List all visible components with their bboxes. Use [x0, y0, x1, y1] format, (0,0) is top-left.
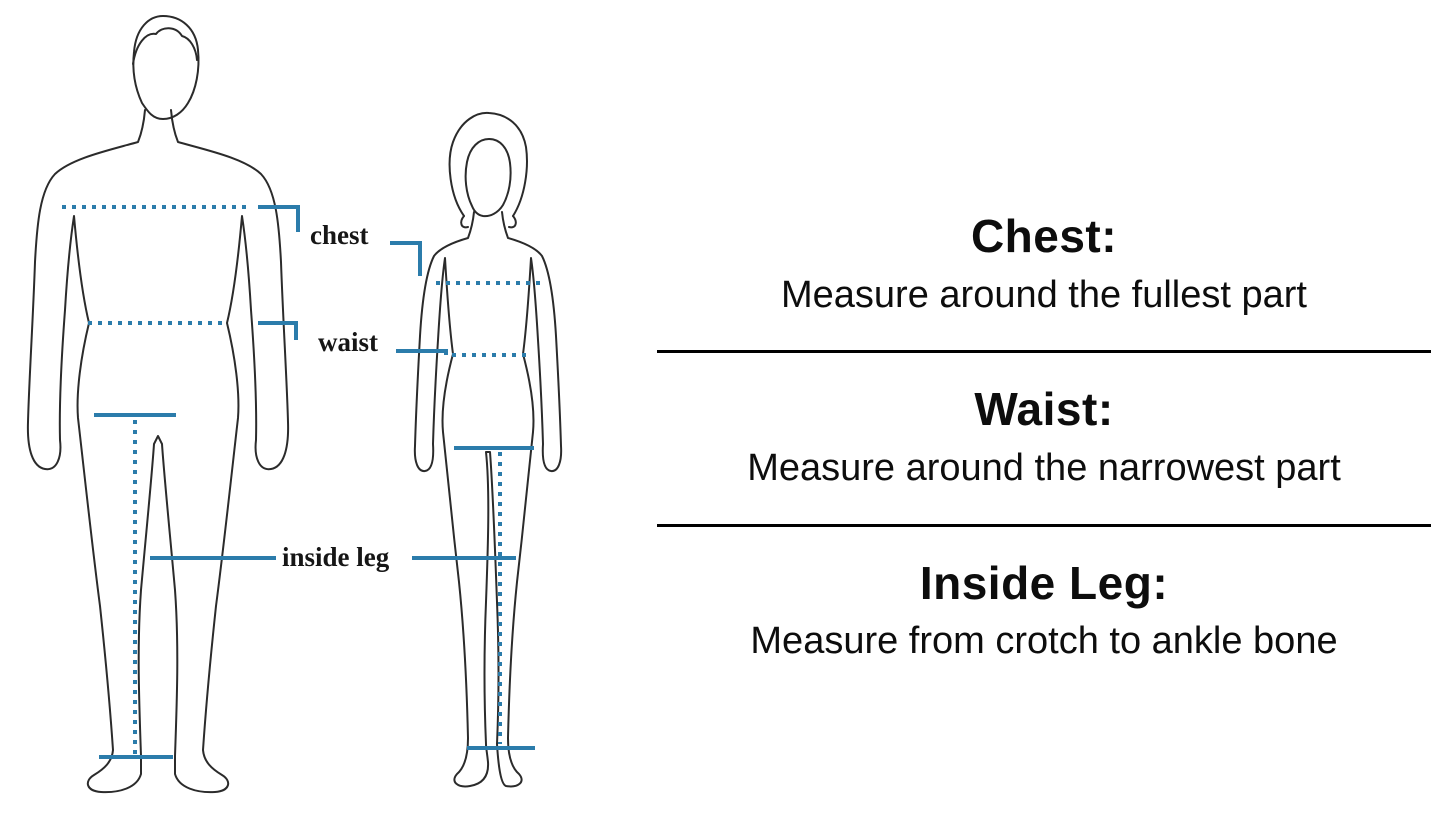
instruction-chest-description: Measure around the fullest part	[781, 273, 1307, 316]
female-hair-curl-right	[508, 215, 517, 229]
instruction-chest-title: Chest:	[970, 210, 1118, 262]
waist-label: waist	[318, 327, 378, 357]
instruction-waist-description: Measure around the narrowest part	[747, 447, 1341, 490]
chest-measurement	[62, 205, 540, 285]
male-body	[26, 109, 290, 794]
instruction-waist-title: Waist:	[974, 383, 1114, 436]
instruction-inside-leg-title: Inside Leg:	[919, 556, 1169, 609]
male-head	[132, 15, 200, 120]
female-figure	[413, 111, 563, 788]
chest-bracket-left	[258, 205, 300, 232]
male-figure	[26, 15, 290, 794]
waist-bracket-right	[396, 349, 448, 355]
female-body	[413, 211, 563, 788]
instruction-inside-leg: Inside Leg: Measure from crotch to ankle…	[655, 557, 1433, 667]
waist-measurement	[88, 321, 526, 357]
inside-leg-label: inside leg	[282, 542, 390, 572]
female-head	[464, 138, 512, 218]
instruction-waist: Waist: Measure around the narrowest part	[655, 383, 1433, 493]
measurement-diagram: chest waist inside leg	[0, 0, 655, 826]
chest-bracket-right	[390, 241, 422, 276]
waist-bracket-left	[258, 321, 298, 340]
female-hair	[448, 111, 528, 217]
instruction-chest: Chest: Measure around the fullest part	[655, 210, 1433, 320]
body-figures-illustration	[26, 15, 563, 794]
male-hair	[132, 27, 198, 65]
divider	[657, 350, 1431, 354]
instructions-panel: Chest: Measure around the fullest part W…	[655, 0, 1433, 826]
instruction-inside-leg-description: Measure from crotch to ankle bone	[750, 620, 1338, 663]
divider	[657, 523, 1431, 527]
female-hair-curl-left	[460, 215, 469, 229]
chest-label: chest	[310, 220, 369, 250]
inside-leg-measurement	[94, 413, 535, 759]
